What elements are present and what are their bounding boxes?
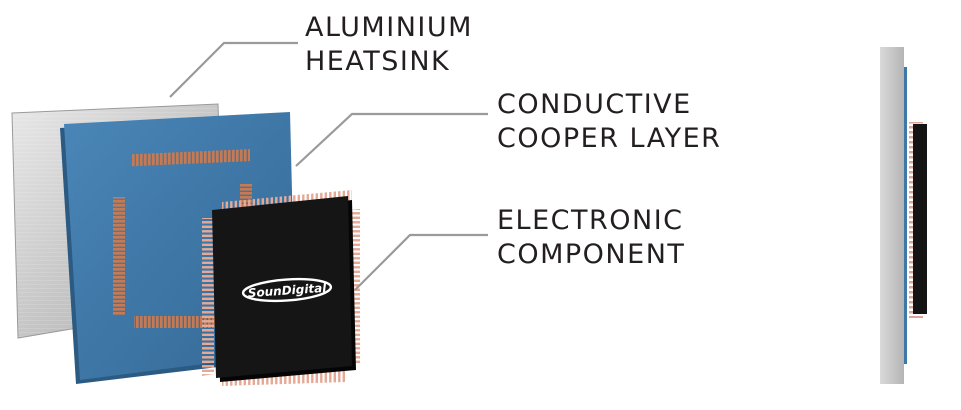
- copper-trace-top: [132, 149, 250, 167]
- label-copper-line2: COOPER LAYER: [497, 123, 722, 154]
- copper-trace-left: [113, 197, 125, 315]
- label-component-line1: ELECTRONIC: [497, 205, 684, 236]
- side-heatsink: [880, 47, 904, 384]
- soundigital-logo: SounDigital: [241, 277, 333, 303]
- label-heatsink-line1: ALUMINIUM: [305, 12, 473, 43]
- leader-line-heatsink: [169, 41, 298, 98]
- label-conductive-copper-layer: CONDUCTIVE COOPER LAYER: [497, 88, 721, 156]
- chip-body: [212, 196, 352, 378]
- leader-line-copper: [295, 112, 488, 167]
- chip-pins-left: [202, 218, 214, 376]
- label-electronic-component: ELECTRONIC COMPONENT: [497, 204, 685, 272]
- side-chip-body: [913, 124, 927, 314]
- side-copper-layer: [904, 67, 907, 364]
- label-aluminium-heatsink: ALUMINIUM HEATSINK: [305, 11, 473, 79]
- label-component-line2: COMPONENT: [497, 239, 686, 270]
- copper-trace-bottom: [134, 316, 224, 328]
- leader-line-component: [354, 233, 488, 291]
- label-copper-line1: CONDUCTIVE: [497, 89, 692, 120]
- svg-text:SounDigital: SounDigital: [247, 281, 327, 301]
- electronic-component-chip: SounDigital: [202, 190, 360, 386]
- label-heatsink-line2: HEATSINK: [305, 46, 451, 77]
- side-profile-view: [880, 47, 927, 384]
